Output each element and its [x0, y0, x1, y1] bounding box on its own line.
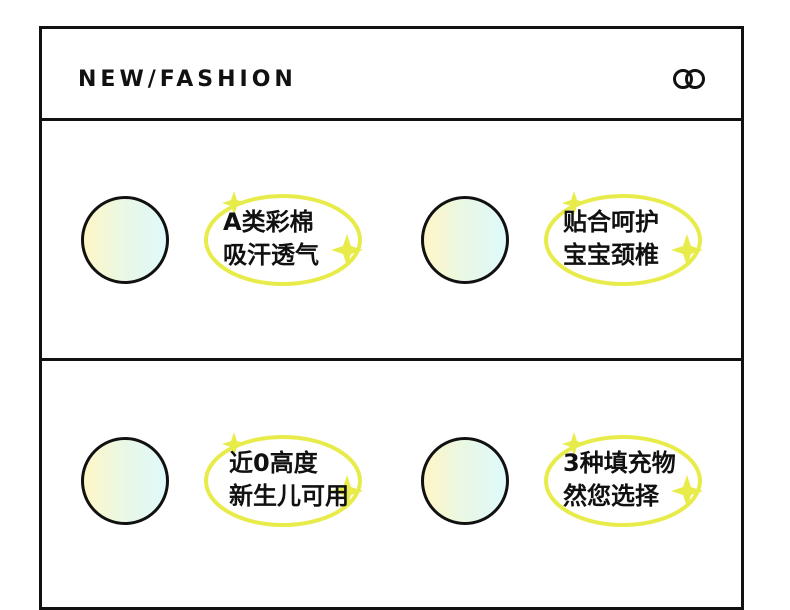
gradient-orb [421, 196, 509, 284]
brand-title: NEW/FASHION [78, 67, 297, 92]
sparkle-ellipse-icon [544, 191, 703, 286]
gradient-orb [421, 437, 509, 525]
feature-label: 贴合呵护 宝宝颈椎 [563, 208, 659, 269]
feature-item-height: 近0高度 新生儿可用 [81, 432, 401, 547]
feature-label: 近0高度 新生儿可用 [229, 449, 349, 510]
sparkle-ellipse-icon [544, 432, 703, 527]
double-ring-icon [673, 69, 705, 89]
gradient-orb [81, 437, 169, 525]
sparkle-ellipse-icon [204, 191, 363, 286]
content-frame: NEW/FASHION A类彩棉 吸汗透气 [39, 26, 744, 610]
gradient-orb [81, 196, 169, 284]
feature-label: 3种填充物 然您选择 [563, 449, 676, 510]
feature-label: A类彩棉 吸汗透气 [223, 208, 319, 269]
sparkle-ellipse-icon [204, 432, 363, 527]
feature-item-neck: 贴合呵护 宝宝颈椎 [421, 191, 741, 306]
feature-item-cotton: A类彩棉 吸汗透气 [81, 191, 401, 306]
feature-row-1: A类彩棉 吸汗透气 贴合呵护 宝宝颈椎 [42, 121, 741, 361]
feature-row-2: 近0高度 新生儿可用 3种填充物 然您选择 [42, 364, 741, 610]
header: NEW/FASHION [42, 29, 741, 121]
feature-item-filling: 3种填充物 然您选择 [421, 432, 741, 547]
